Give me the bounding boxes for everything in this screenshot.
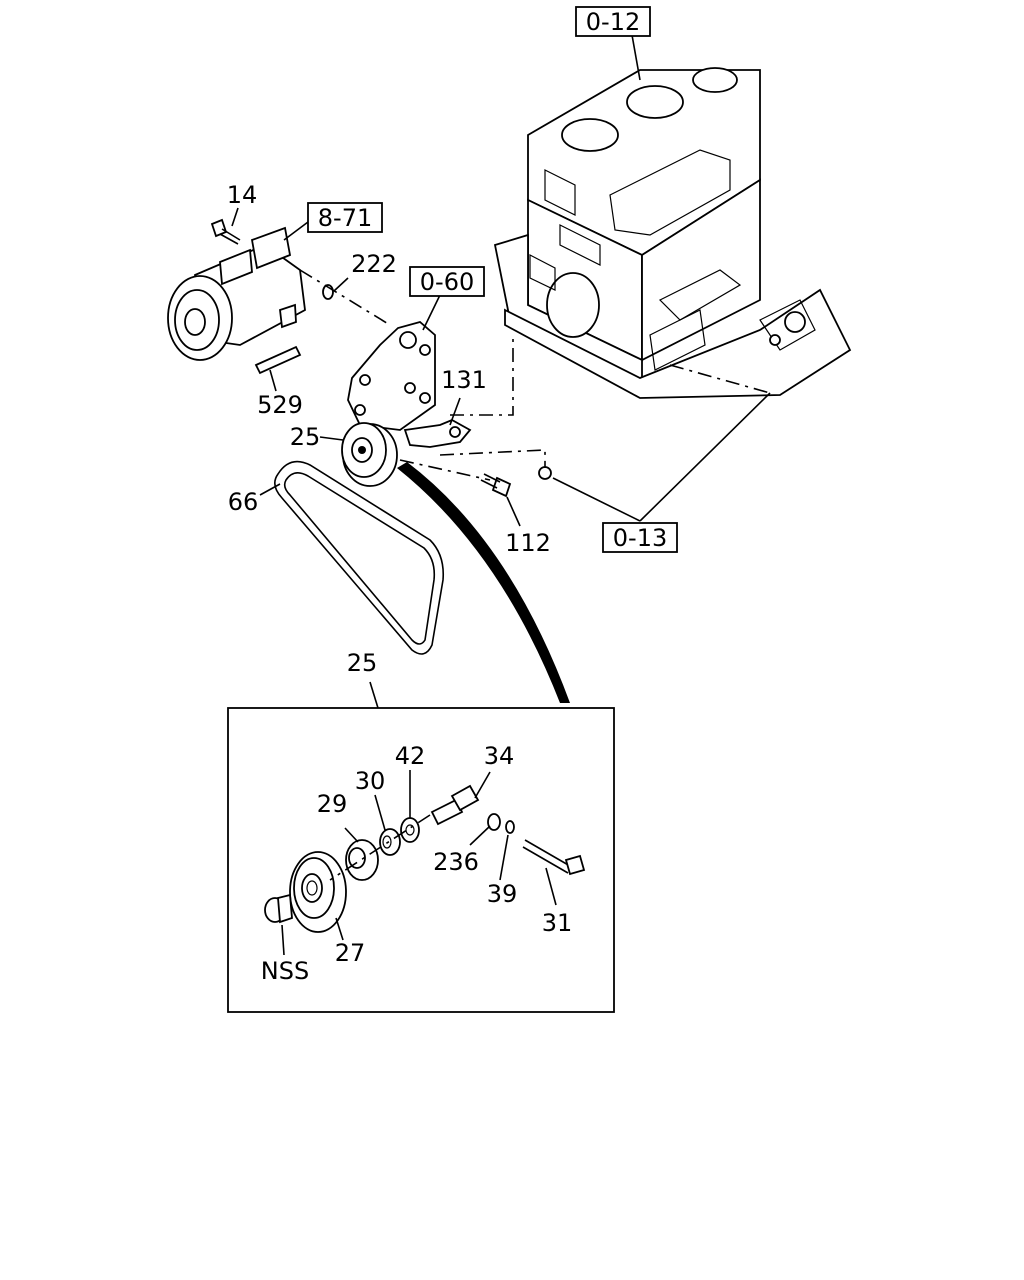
callout-131: 131 [441, 366, 487, 394]
callout-30: 30 [355, 767, 386, 795]
snap-ring-39 [505, 820, 515, 834]
ac-compressor [167, 226, 306, 361]
callout-25-detail: 25 [347, 649, 378, 677]
callout-25: 25 [290, 423, 321, 451]
assembly-lines [299, 269, 771, 881]
cap-nss [264, 893, 293, 924]
bolt-112 [480, 473, 512, 498]
detail-leader-band [397, 462, 570, 703]
reference-8-71[interactable]: 8-71 [307, 202, 383, 233]
idler-pulley [341, 422, 398, 487]
compressor-bracket [347, 321, 472, 448]
callout-112: 112 [505, 529, 551, 557]
callout-42: 42 [395, 742, 426, 770]
callout-nss: NSS [261, 957, 309, 985]
reference-label: 0-12 [586, 8, 640, 36]
reference-label: 0-13 [613, 524, 667, 552]
engine-block [493, 67, 852, 399]
leader-lines [231, 34, 771, 956]
nut [538, 466, 552, 480]
plate-529 [254, 345, 302, 375]
pulley-27 [289, 851, 347, 933]
v-belt [274, 460, 445, 655]
bolt-31 [522, 839, 586, 876]
shaft-34 [430, 784, 480, 826]
bearing-29 [345, 839, 379, 881]
reference-label: 0-60 [420, 268, 474, 296]
bolt-14 [210, 218, 241, 245]
callout-39: 39 [487, 880, 518, 908]
callout-529: 529 [257, 391, 303, 419]
bushing-42 [400, 817, 420, 843]
washer-236 [487, 813, 501, 831]
callout-29: 29 [317, 790, 348, 818]
callout-14: 14 [227, 181, 258, 209]
callout-222: 222 [351, 250, 397, 278]
callout-31: 31 [542, 909, 573, 937]
callout-236: 236 [433, 848, 479, 876]
reference-0-12[interactable]: 0-12 [575, 6, 651, 37]
spacer-30 [379, 828, 401, 856]
callout-34: 34 [484, 742, 515, 770]
callout-66: 66 [228, 488, 259, 516]
reference-0-13[interactable]: 0-13 [602, 522, 678, 553]
callout-27: 27 [335, 939, 366, 967]
reference-0-60[interactable]: 0-60 [409, 266, 485, 297]
detail-frame [227, 707, 615, 1013]
reference-label: 8-71 [318, 204, 372, 232]
